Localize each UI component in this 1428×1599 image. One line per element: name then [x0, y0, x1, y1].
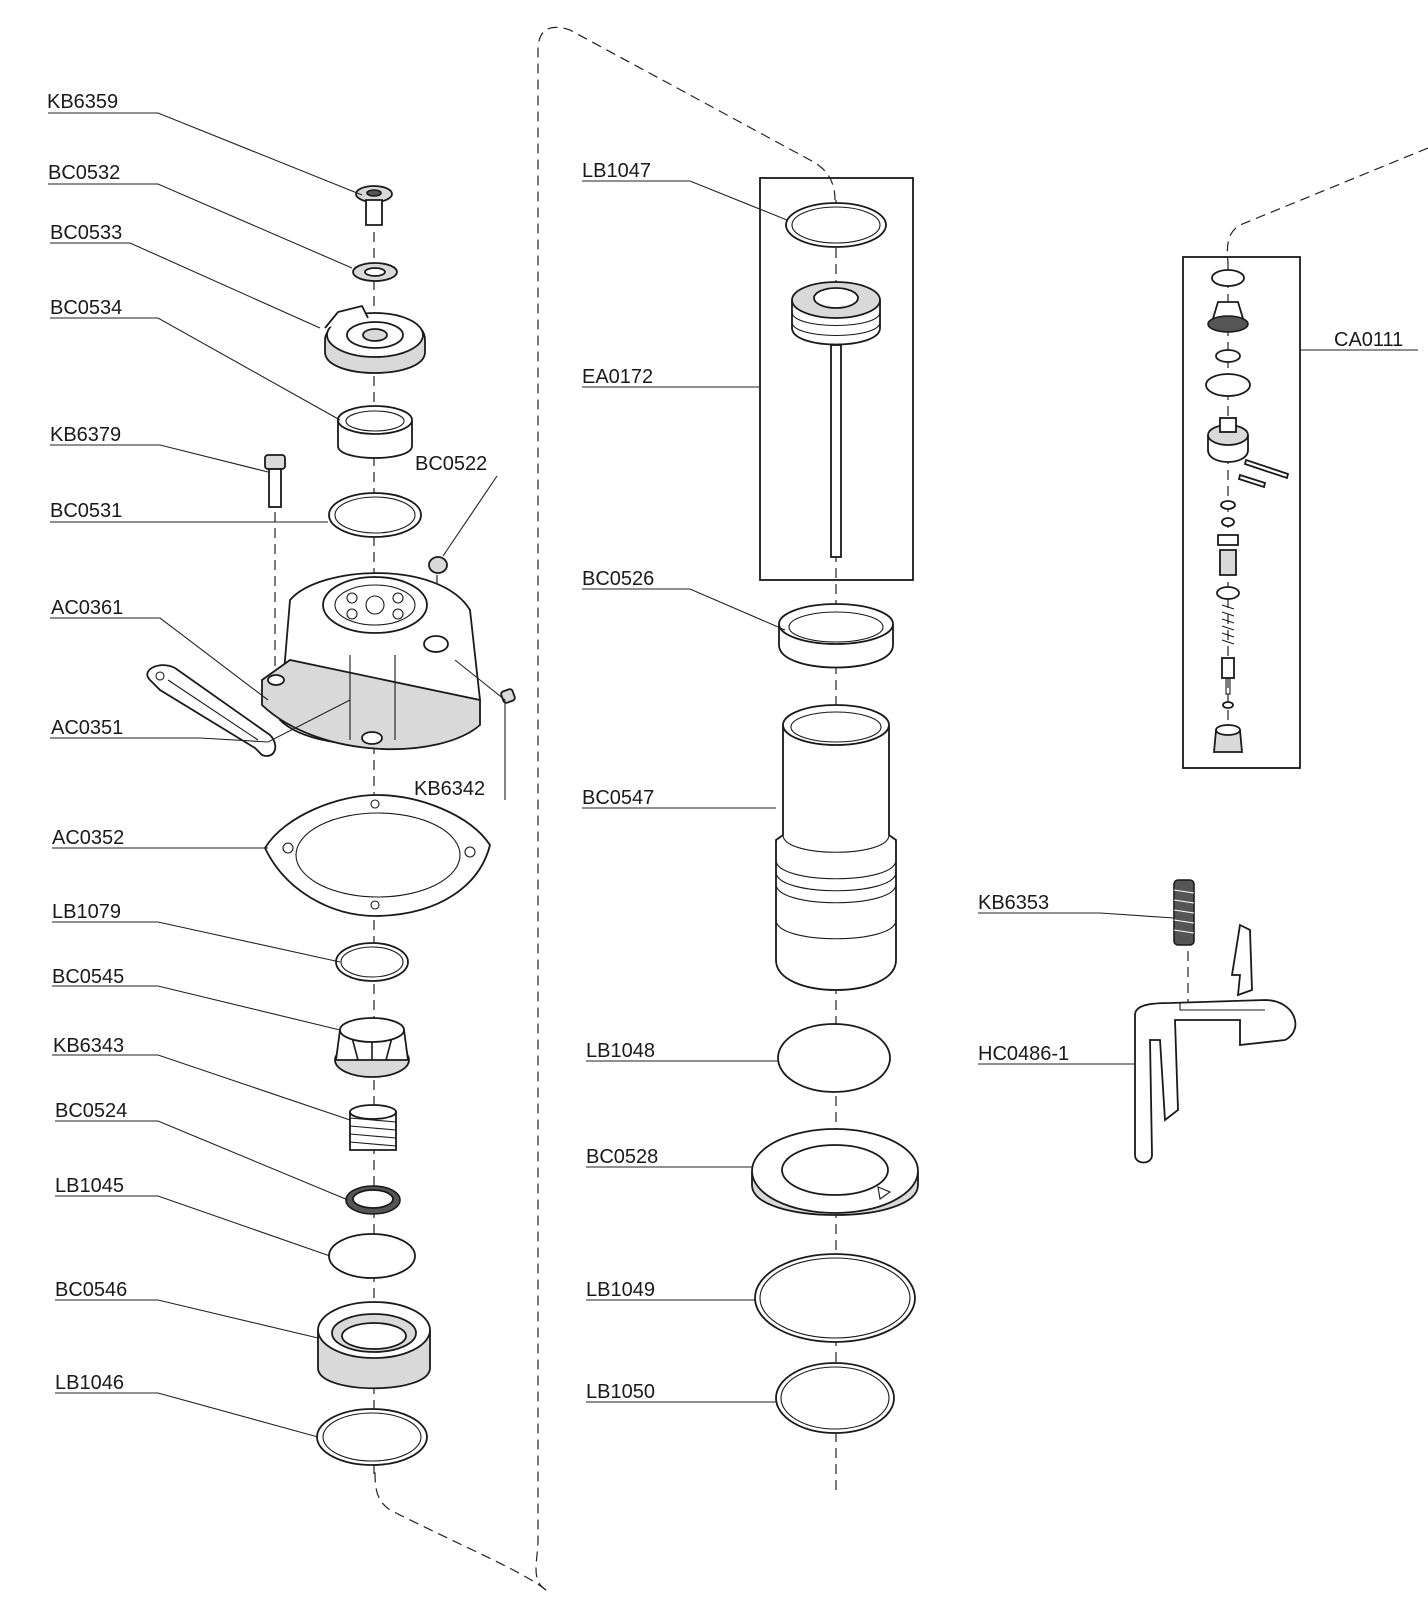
- label-lb1079: LB1079: [52, 901, 121, 923]
- part-bc0524-seal: [345, 1185, 401, 1215]
- leader-lines: [48, 112, 1418, 1438]
- label-bc0546: BC0546: [55, 1279, 127, 1301]
- label-bc0534: BC0534: [50, 297, 122, 319]
- part-bc0533-cap: [324, 304, 426, 374]
- ca0111-group-box: [1182, 256, 1301, 769]
- part-kb6342-pin: [500, 688, 516, 704]
- label-bc0531: BC0531: [50, 500, 122, 522]
- label-kb6343: KB6343: [53, 1035, 124, 1057]
- label-ac0351: AC0351: [51, 717, 123, 739]
- label-lb1045: LB1045: [55, 1175, 124, 1197]
- label-lb1048: LB1048: [586, 1040, 655, 1062]
- label-ac0352: AC0352: [52, 827, 124, 849]
- part-bc0522-plug: [428, 556, 448, 574]
- label-bc0528: BC0528: [586, 1146, 658, 1168]
- part-kb6359-screw: [355, 185, 393, 226]
- label-ac0361: AC0361: [51, 597, 123, 619]
- part-bc0531-oring: [328, 492, 422, 538]
- label-kb6353: KB6353: [978, 892, 1049, 914]
- label-bc0522: BC0522: [415, 453, 487, 475]
- part-lb1049-oring: [754, 1253, 916, 1343]
- part-bc0528-seal-ring: [751, 1128, 919, 1216]
- part-lb1047-oring: [785, 202, 887, 248]
- label-kb6379: KB6379: [50, 424, 121, 446]
- part-bc0532-washer: [352, 262, 398, 282]
- ea0172-group-box: [759, 177, 914, 581]
- label-lb1049: LB1049: [586, 1279, 655, 1301]
- part-bc0547-cylinder: [775, 704, 897, 991]
- part-kb6353-spring: [1173, 879, 1195, 946]
- part-lb1046-oring: [316, 1408, 428, 1466]
- label-bc0547: BC0547: [582, 787, 654, 809]
- part-ac0361-housing: [261, 572, 481, 751]
- part-bc0546-piston-seat: [317, 1301, 431, 1390]
- label-bc0533: BC0533: [50, 222, 122, 244]
- part-labels: KB6359 BC0532 BC0533 BC0534 KB6379 BC052…: [47, 91, 1403, 1403]
- label-bc0524: BC0524: [55, 1100, 127, 1122]
- boundary-dashed-lines: [374, 26, 1428, 1591]
- part-lb1045-oring: [328, 1233, 416, 1279]
- part-hc0486-1-lever: [1134, 923, 1297, 1164]
- part-ea0172-piston: [791, 281, 881, 558]
- label-lb1046: LB1046: [55, 1372, 124, 1394]
- label-ca0111: CA0111: [1334, 329, 1403, 351]
- part-bc0534-ring: [337, 405, 413, 459]
- part-lb1048-oring: [777, 1023, 891, 1093]
- label-kb6359: KB6359: [47, 91, 118, 113]
- label-hc0486-1: HC0486-1: [978, 1043, 1069, 1065]
- label-lb1050: LB1050: [586, 1381, 655, 1403]
- part-kb6379-bolt: [264, 454, 286, 508]
- part-lb1079-oring: [335, 942, 409, 982]
- label-bc0532: BC0532: [48, 162, 120, 184]
- label-bc0545: BC0545: [52, 966, 124, 988]
- label-kb6342: KB6342: [414, 778, 485, 800]
- part-ac0351-bracket: [146, 664, 277, 757]
- label-bc0526: BC0526: [582, 568, 654, 590]
- part-ac0352-gasket: [263, 794, 491, 917]
- label-lb1047: LB1047: [582, 160, 651, 182]
- part-bc0526-ring: [778, 603, 894, 669]
- part-kb6343-spring: [349, 1104, 397, 1151]
- label-ea0172: EA0172: [582, 366, 653, 388]
- part-lb1050-oring: [775, 1362, 895, 1434]
- part-ca0111-valve-assembly: [1205, 269, 1290, 753]
- part-bc0545-valve: [334, 1017, 410, 1078]
